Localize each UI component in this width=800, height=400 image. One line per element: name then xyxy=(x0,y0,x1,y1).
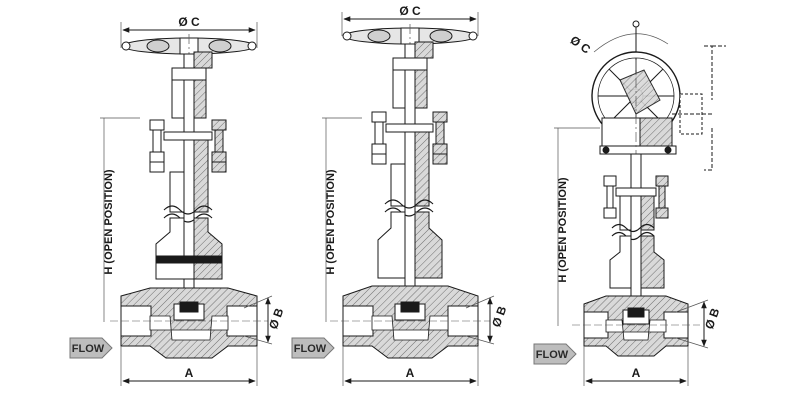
valve-2-yoke xyxy=(392,57,428,109)
valve-2-dim-h-label: H (OPEN POSITION) xyxy=(325,169,337,274)
valve-1-dim-a: A xyxy=(120,346,258,386)
valve-1-dim-c-label: Ø C xyxy=(178,15,200,29)
valve-1-dim-b: Ø B xyxy=(243,295,287,345)
valve-3-body xyxy=(572,295,700,357)
valve-1-dim-a-label: A xyxy=(185,366,194,380)
valve-2-stem xyxy=(404,43,416,305)
valve-2-flow-arrow: FLOW xyxy=(291,337,335,359)
valve-2-dim-h: H (OPEN POSITION) xyxy=(322,117,362,322)
valve-3: Ø C xyxy=(533,20,726,386)
valve-1-bonnet-neck xyxy=(155,139,223,280)
valve-3-flow-arrow: FLOW xyxy=(533,343,577,365)
valve-3-dim-a: A xyxy=(583,346,689,386)
valve-2-body xyxy=(330,285,490,359)
valve-2-dim-c-label: Ø C xyxy=(399,4,421,18)
valve-1-bonnet-bolts xyxy=(149,119,227,173)
valve-1-body xyxy=(110,287,268,359)
valve-1-flow-label: FLOW xyxy=(72,343,105,355)
valve-1-flow-arrow: FLOW xyxy=(69,337,113,359)
valve-1-handwheel xyxy=(121,37,257,69)
valve-2-dim-b: Ø B xyxy=(465,295,510,345)
valve-3-dim-b: Ø B xyxy=(675,299,723,349)
valve-2-bonnet-neck xyxy=(377,131,443,279)
valve-3-dim-c: Ø C xyxy=(568,33,669,57)
valve-3-dim-h: H (OPEN POSITION) xyxy=(554,127,600,326)
valve-3-dim-b-label: Ø B xyxy=(702,306,723,331)
valve-1: Ø C xyxy=(69,15,287,386)
valve-3-bonnet-bolts xyxy=(603,175,669,219)
valve-3-dim-a-label: A xyxy=(632,366,641,380)
valve-3-gearbox xyxy=(599,45,726,171)
valve-2-handwheel xyxy=(342,27,478,59)
valve-2-flow-label: FLOW xyxy=(294,343,327,355)
valve-2-dim-c: Ø C xyxy=(341,4,479,36)
valve-3-flow-label: FLOW xyxy=(536,349,569,361)
valve-2-dim-b-label: Ø B xyxy=(489,304,510,329)
valve-1-dim-c: Ø C xyxy=(120,15,258,48)
valve-3-bonnet-neck xyxy=(609,195,665,289)
valve-3-dim-c-label: Ø C xyxy=(568,33,594,57)
valve-1-dim-h: H (OPEN POSITION) xyxy=(100,117,140,322)
valve-2-dim-a-label: A xyxy=(406,366,415,380)
valve-1-yoke xyxy=(171,67,207,119)
valve-2-dim-a: A xyxy=(342,346,479,386)
valve-3-dim-h-label: H (OPEN POSITION) xyxy=(557,177,569,282)
valve-2-bonnet-bolts xyxy=(371,111,448,165)
valve-1-dim-b-label: Ø B xyxy=(266,306,287,331)
valve-1-dim-h-label: H (OPEN POSITION) xyxy=(103,169,115,274)
valve-2: Ø C xyxy=(291,4,510,386)
